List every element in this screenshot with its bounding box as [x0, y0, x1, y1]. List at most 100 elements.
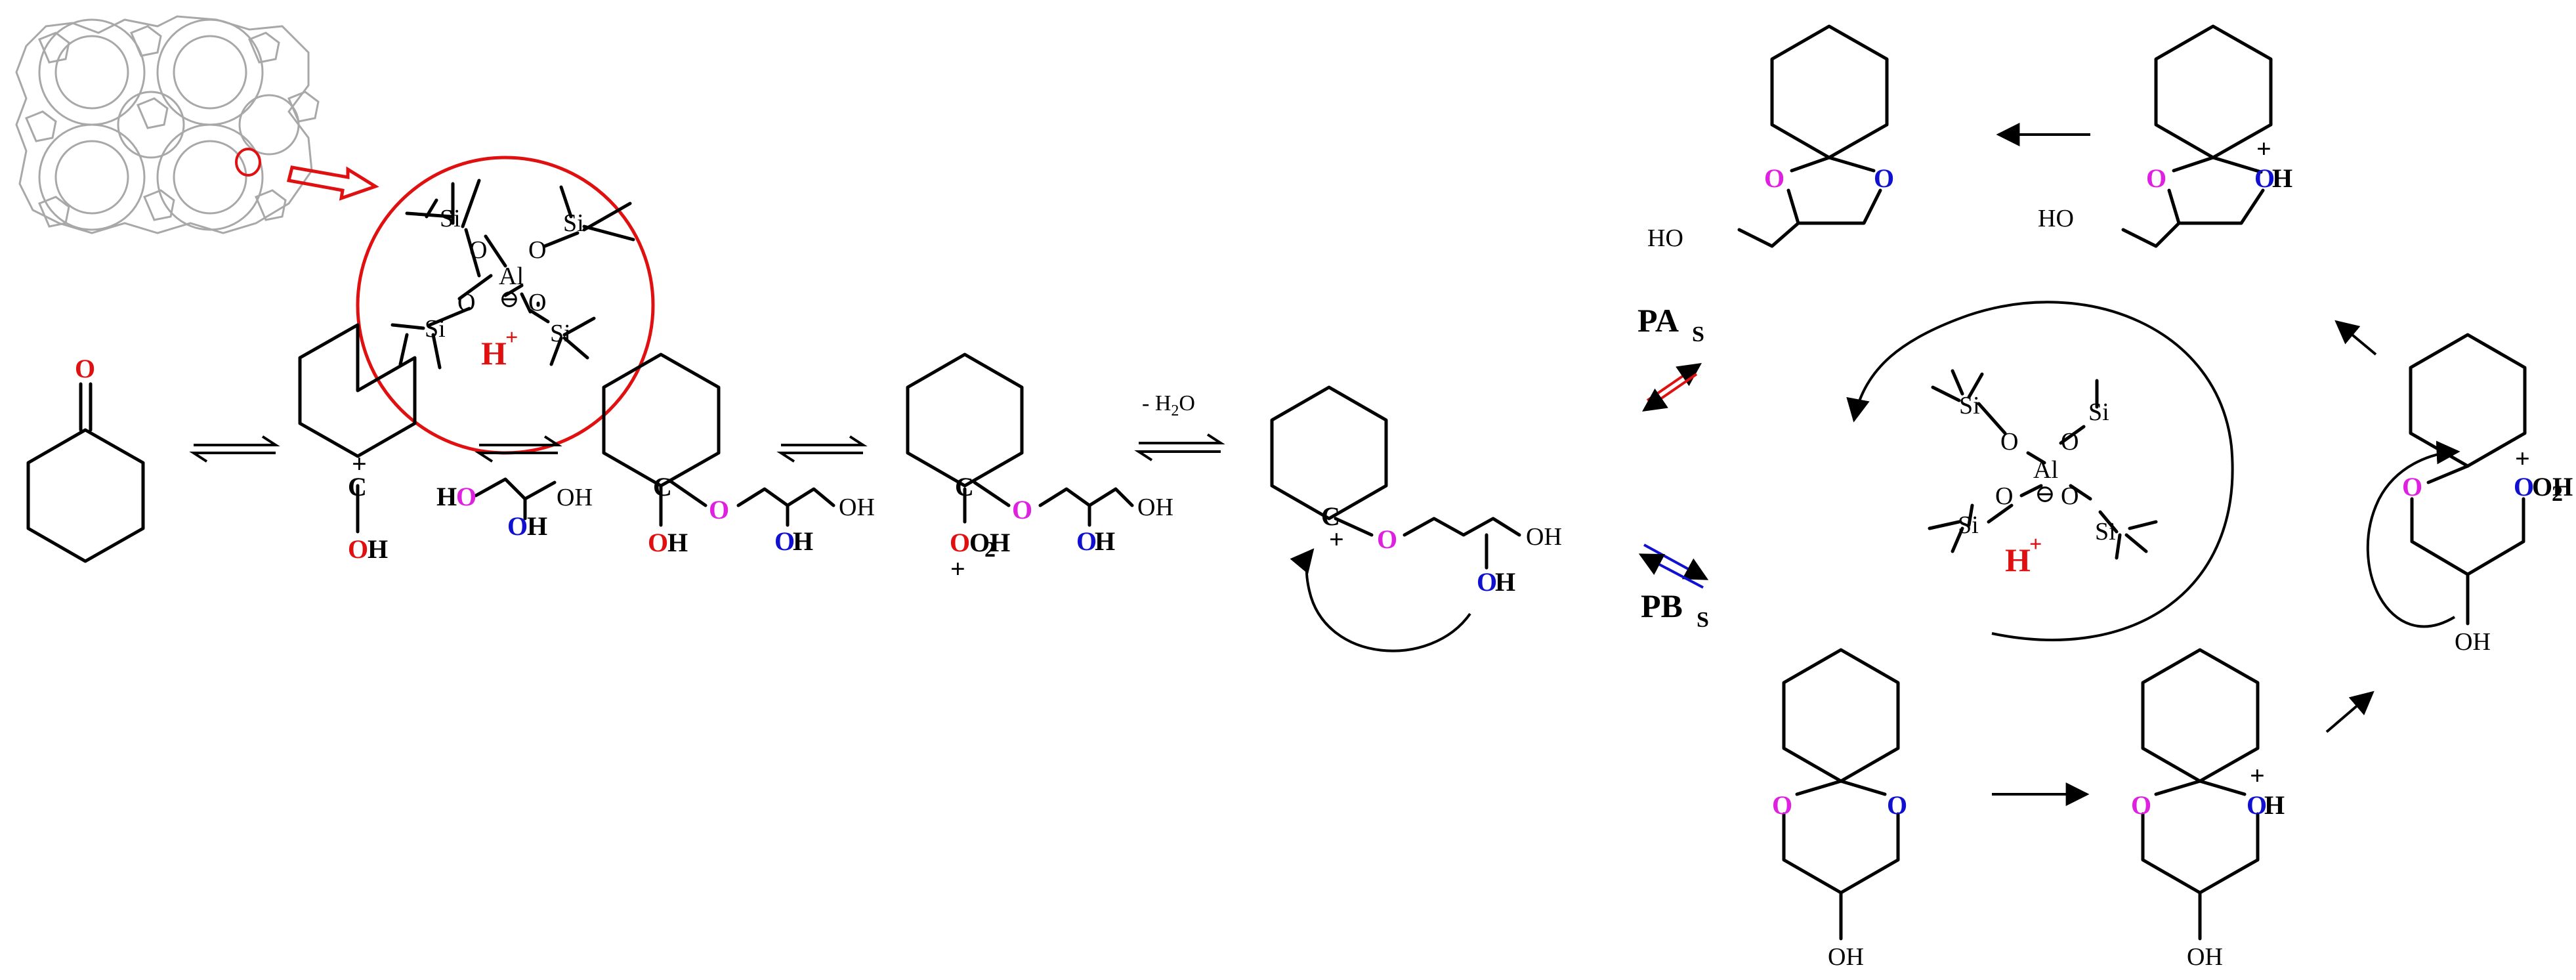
pathway-a-label: PA	[1637, 302, 1679, 339]
positive-charge: +	[2256, 134, 2271, 163]
equilibrium-arrow	[189, 435, 280, 463]
carbonyl-oxygen: O	[75, 354, 95, 383]
o-atom: O	[2061, 482, 2079, 510]
positive-charge: +	[1329, 524, 1344, 554]
o-atom: O	[457, 289, 475, 316]
oxonium-oxygen: O	[2247, 790, 2267, 820]
secondary-hydrogen: H	[793, 526, 813, 556]
al-atom: Al	[2033, 456, 2058, 484]
positive-charge: +	[2515, 444, 2530, 473]
glycerol-hydrogen: H	[527, 511, 547, 541]
secondary-hydroxyl: OH	[2455, 628, 2491, 656]
ether-oxygen: O	[709, 495, 729, 524]
terminal-oh: OH	[839, 494, 875, 521]
o-atom: O	[469, 236, 487, 264]
oxonium-h: OH	[969, 528, 1010, 557]
o-atom: O	[528, 289, 546, 316]
protonated-cyclohexanone: C + O H	[298, 323, 417, 564]
dioxolane-product: O O HO	[1647, 24, 1894, 252]
hydroxyl-hydrogen: H	[368, 534, 388, 564]
terminal-oh: OH	[1526, 523, 1562, 551]
si-atom: Si	[550, 320, 571, 347]
oxonium-subscript: 2	[984, 538, 996, 562]
oxocarbenium-intermediate: C + O O H OH	[1270, 385, 1562, 652]
si-atom: Si	[563, 209, 584, 237]
carbocation-carbon: C	[1321, 501, 1340, 531]
pathway-b-label: PB	[1641, 587, 1683, 624]
hydroxyl-oxygen: O	[648, 528, 668, 557]
oxonium-hydrogen: H	[2264, 790, 2285, 820]
terminal-oh: OH	[1137, 494, 1173, 521]
oxonium-oxygen: O	[950, 528, 970, 557]
oxonium-oxygen: O	[2514, 472, 2534, 501]
dioxolane-oxygen-a: O	[1764, 163, 1784, 193]
proton-charge: +	[505, 326, 518, 350]
ether-oxygen: O	[2402, 472, 2422, 501]
si-atom: Si	[425, 315, 446, 343]
si-atom: Si	[1959, 392, 1980, 419]
protonated-dioxolane: O O H + HO	[2038, 24, 2292, 248]
glycerol-terminal-oh: OH	[557, 484, 593, 511]
dioxane-hydroxyl: OH	[2187, 943, 2223, 971]
si-atom: Si	[1958, 511, 1979, 539]
pathway-b-subscript: S	[1697, 608, 1709, 632]
proton-charge: +	[2029, 532, 2042, 557]
positive-charge: +	[352, 449, 367, 479]
o-atom: O	[2061, 428, 2079, 456]
zeolite-framework-icon	[15, 15, 320, 234]
oxonium-h: OH	[2532, 472, 2573, 501]
si-atom: Si	[2088, 398, 2109, 426]
hydroxyl-hydrogen: H	[667, 528, 688, 557]
pathway-b-arrow: PB S	[1638, 543, 1709, 632]
cyclohexanone: O	[26, 354, 145, 563]
nucleophile-oxygen: O	[1477, 567, 1497, 597]
pathway-a-arrow: PA S	[1637, 302, 1704, 412]
glycerol-hydrogen: H	[436, 482, 457, 511]
dioxolane-oxygen-b: O	[1874, 163, 1894, 193]
ether-oxygen: O	[1012, 495, 1032, 524]
proton-label: H	[2005, 542, 2031, 578]
dioxane-oxygen-b: O	[1887, 790, 1907, 820]
positive-charge: +	[2250, 761, 2265, 790]
pathway-a-subscript: S	[1692, 322, 1704, 347]
o-atom: O	[1995, 482, 2013, 510]
equilibrium-arrow	[475, 435, 562, 463]
o-atom: O	[528, 236, 546, 264]
glycerol-oxygen-primary: O	[456, 482, 476, 511]
oxonium-hydrogen: H	[2272, 163, 2292, 193]
bronsted-acid-site-icon: Si Si O O Al ⊖ O O Si Si H +	[1928, 369, 2158, 578]
o-atom: O	[2000, 428, 2018, 456]
oxonium-charge: +	[950, 554, 965, 584]
dehydration-label: - H2O	[1142, 391, 1195, 419]
secondary-oxygen: O	[774, 526, 795, 556]
hydroxymethyl-label: HO	[1647, 224, 1683, 252]
proton-label: H	[481, 335, 507, 372]
oxonium-subscript: 2	[2552, 482, 2563, 506]
oxonium-oxygen: O	[2254, 163, 2275, 193]
hydroxymethyl-label: HO	[2038, 205, 2074, 232]
hemiketal: C O O H O H OH	[602, 352, 875, 557]
glycerol-oxygen-secondary: O	[507, 511, 528, 541]
dioxane-oxygen-a: O	[2131, 790, 2151, 820]
minus-charge: ⊖	[499, 286, 520, 313]
si-atom: Si	[440, 205, 461, 232]
reaction-arrow	[2325, 320, 2377, 733]
protonated-dioxane: O O H + OH	[2131, 648, 2285, 971]
hemiketal-carbon: C	[653, 472, 672, 501]
zoom-arrow-icon	[286, 165, 379, 201]
secondary-hydrogen: H	[1095, 526, 1115, 556]
protonated-hemiketal: C O O OH 2 + O H OH	[906, 352, 1173, 584]
bronsted-acid-site-icon: Si Si O O Al ⊖ O O Si Si H +	[356, 156, 655, 455]
nucleophile-hydrogen: H	[1495, 567, 1515, 597]
glycerol: H O O H OH	[436, 477, 593, 541]
hemiketal-carbon: C	[955, 472, 974, 501]
hydroxyl-oxygen: O	[348, 534, 368, 564]
dioxane-product: O O OH	[1772, 648, 1907, 971]
dioxane-hydroxyl: OH	[1828, 943, 1864, 971]
ring-opened-intermediate: O O OH 2 + OH	[2366, 333, 2573, 656]
dioxane-oxygen-a: O	[1772, 790, 1792, 820]
equilibrium-arrow	[776, 435, 868, 463]
si-atom: Si	[2095, 518, 2116, 545]
secondary-oxygen: O	[1076, 526, 1097, 556]
